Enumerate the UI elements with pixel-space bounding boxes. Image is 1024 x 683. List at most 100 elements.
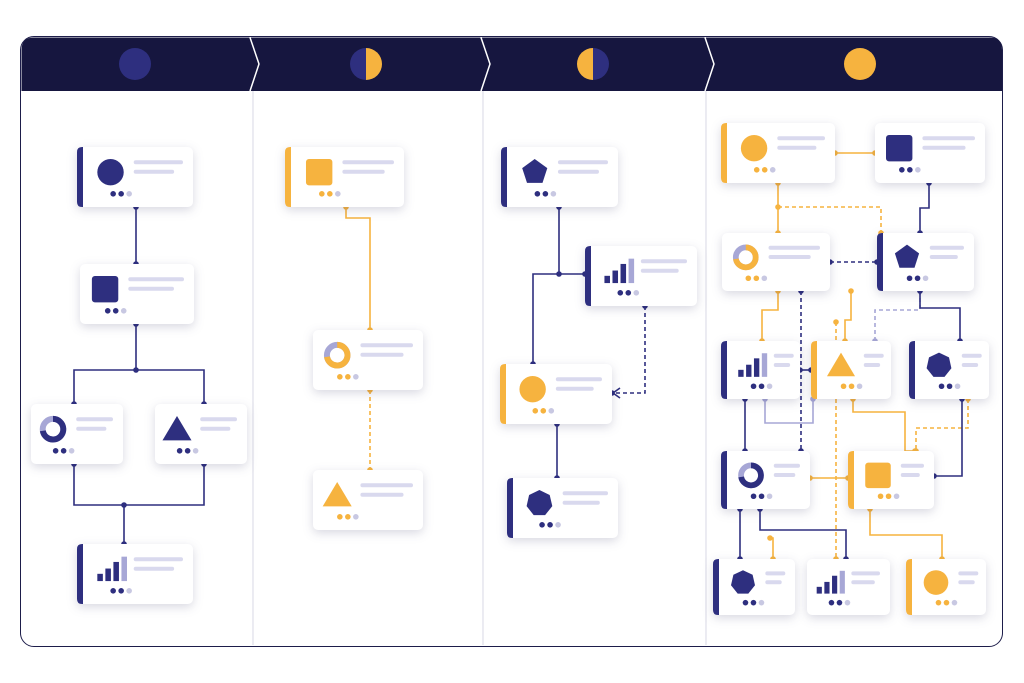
card-status-dot: [52, 448, 59, 454]
node-card[interactable]: [155, 404, 247, 464]
card-accent-bar: [500, 364, 506, 424]
card-body: [721, 341, 800, 399]
node-card[interactable]: [507, 478, 618, 538]
card-status-dot: [532, 408, 539, 414]
node-card[interactable]: [721, 341, 800, 399]
pentagon-icon: [894, 244, 920, 268]
heptagon-icon: [926, 352, 952, 377]
connector-dot: [767, 535, 773, 541]
card-text-line: [200, 426, 231, 431]
card-text-line: [773, 363, 791, 368]
card-text-line: [961, 353, 982, 358]
card-body: [77, 147, 193, 207]
card-accent-bar: [721, 341, 727, 399]
card-status-dot: [126, 588, 132, 594]
heptagon-icon: [526, 490, 553, 516]
card-status-dot: [750, 383, 757, 390]
card-status-dot: [745, 275, 752, 282]
card-status-dot: [184, 448, 191, 454]
node-card[interactable]: [807, 559, 890, 615]
card-status-dot: [753, 275, 760, 282]
triangle-icon: [322, 482, 352, 507]
card-status-dot: [750, 493, 757, 500]
card-text-line: [900, 473, 920, 478]
card-text-line: [562, 500, 600, 505]
connector-2: [73, 324, 137, 404]
card-status-dot: [856, 383, 863, 390]
panel-4: [713, 123, 989, 615]
node-card[interactable]: [585, 246, 697, 306]
card-text-line: [958, 571, 979, 576]
node-card[interactable]: [501, 147, 618, 207]
node-card[interactable]: [721, 451, 810, 509]
connector-dot: [775, 204, 781, 210]
node-card[interactable]: [500, 364, 612, 424]
card-accent-bar: [713, 559, 719, 615]
card-status-dot: [766, 383, 773, 390]
circle-icon: [740, 135, 768, 162]
node-card[interactable]: [285, 147, 404, 207]
cards: [31, 123, 989, 615]
card-text-line: [929, 245, 964, 250]
node-card[interactable]: [77, 147, 193, 207]
card-text-line: [360, 492, 404, 497]
card-status-dot: [914, 275, 921, 282]
connector-3: [136, 369, 205, 404]
card-status-dot: [633, 290, 640, 296]
connector-10: [612, 306, 646, 394]
card-text-line: [851, 580, 875, 585]
node-card[interactable]: [313, 330, 423, 390]
card-status-dot: [337, 374, 343, 380]
circle-icon: [923, 570, 949, 595]
connector-17: [761, 291, 779, 341]
connector-31: [869, 509, 943, 559]
connector-14: [778, 206, 882, 233]
node-card[interactable]: [721, 123, 835, 183]
panel-2: [285, 147, 423, 530]
card-text-line: [640, 259, 687, 264]
card-status-dot: [112, 308, 119, 314]
card-status-dot: [758, 383, 765, 390]
connector-27: [915, 399, 969, 451]
node-card[interactable]: [875, 123, 985, 183]
card-status-dot: [176, 448, 183, 454]
heptagon-icon: [731, 570, 755, 594]
node-card[interactable]: [909, 341, 989, 399]
node-card[interactable]: [848, 451, 934, 509]
stage-2-indicator: [350, 48, 382, 80]
card-text-line: [557, 160, 608, 165]
node-card[interactable]: [77, 544, 193, 604]
card-status-dot: [120, 308, 127, 314]
card-body: [285, 147, 404, 207]
connector-dot: [121, 502, 127, 508]
card-text-line: [133, 557, 183, 562]
square-icon: [886, 135, 913, 162]
card-status-dot: [922, 275, 929, 282]
card-status-dot: [946, 383, 953, 390]
panel-dividers: [252, 91, 707, 645]
bar-chart-icon: [97, 556, 127, 582]
card-accent-bar: [721, 123, 727, 183]
card-status-dot: [625, 290, 632, 296]
node-card[interactable]: [313, 470, 423, 530]
node-card[interactable]: [31, 404, 123, 464]
card-status-dot: [542, 191, 549, 197]
card-accent-bar: [906, 559, 912, 615]
node-card[interactable]: [80, 264, 194, 324]
node-card[interactable]: [713, 559, 795, 615]
card-text-line: [562, 491, 608, 496]
connector-6: [345, 207, 371, 330]
card-status-dot: [935, 599, 942, 606]
card-status-dot: [353, 374, 359, 380]
card-status-dot: [758, 599, 765, 606]
node-card[interactable]: [877, 233, 974, 291]
card-text-line: [76, 426, 107, 431]
node-card[interactable]: [906, 559, 986, 615]
card-text-line: [929, 255, 958, 260]
node-card[interactable]: [722, 233, 830, 291]
card-accent-bar: [585, 246, 591, 306]
node-card[interactable]: [811, 341, 891, 399]
card-body: [585, 246, 697, 306]
card-text-line: [773, 353, 794, 358]
card-text-line: [773, 473, 796, 478]
